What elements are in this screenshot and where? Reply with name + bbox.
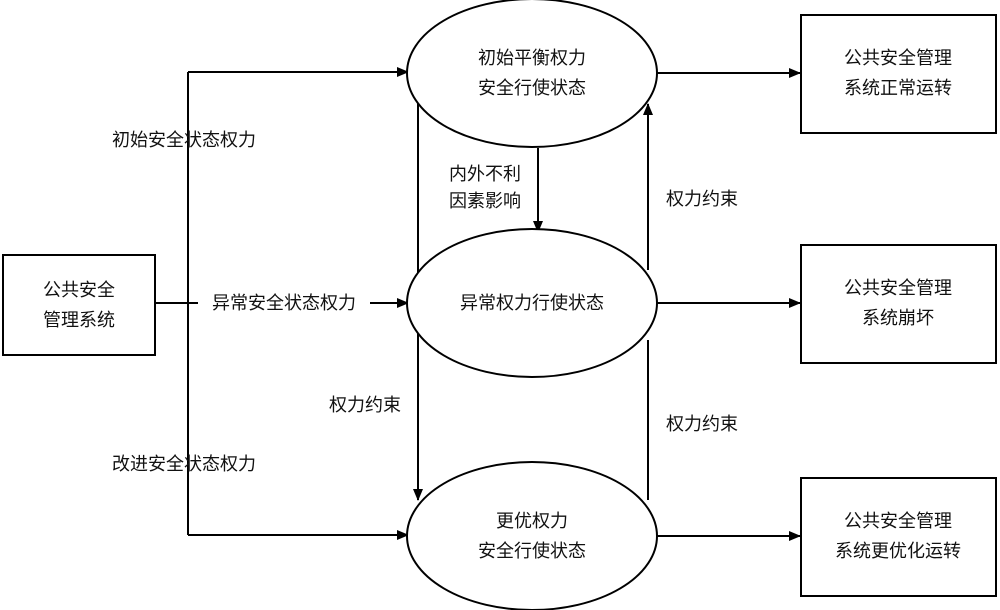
state-initial-ellipse bbox=[406, 0, 658, 148]
source-box-line-2: 管理系统 bbox=[43, 310, 115, 331]
label-abnormal-power-bg bbox=[198, 288, 370, 316]
outcome-optimized-line-2: 系统更优化运转 bbox=[835, 541, 961, 562]
outcome-normal-box bbox=[800, 14, 997, 134]
label-abnormal-power: 异常安全状态权力 bbox=[212, 293, 356, 314]
state-improved-line-1: 更优权力 bbox=[496, 511, 568, 532]
label-right-constraint-lower: 权力约束 bbox=[666, 414, 738, 435]
label-internal-external-line-2: 因素影响 bbox=[449, 191, 521, 212]
outcome-collapse-line-1: 公共安全管理 bbox=[844, 278, 952, 299]
outcome-optimized-line-1: 公共安全管理 bbox=[844, 511, 952, 532]
label-left-constraint: 权力约束 bbox=[329, 395, 401, 416]
source-box bbox=[2, 254, 156, 356]
outcome-normal-line-1: 公共安全管理 bbox=[844, 48, 952, 69]
outcome-normal-line-2: 系统正常运转 bbox=[844, 78, 952, 99]
state-initial-line-1: 初始平衡权力 bbox=[478, 48, 586, 69]
outcome-collapse-box bbox=[800, 244, 997, 364]
state-improved-line-2: 安全行使状态 bbox=[478, 541, 586, 562]
state-improved-ellipse bbox=[406, 461, 658, 610]
state-initial-line-2: 安全行使状态 bbox=[478, 78, 586, 99]
label-right-constraint-upper: 权力约束 bbox=[666, 189, 738, 210]
source-box-line-1: 公共安全 bbox=[43, 280, 115, 301]
outcome-collapse-line-2: 系统崩坏 bbox=[862, 308, 934, 329]
outcome-optimized-box bbox=[800, 477, 997, 597]
label-internal-external-line-1: 内外不利 bbox=[449, 164, 521, 185]
label-improved-power: 改进安全状态权力 bbox=[112, 454, 256, 475]
state-abnormal-line-1: 异常权力行使状态 bbox=[460, 293, 604, 314]
label-initial-power: 初始安全状态权力 bbox=[112, 130, 256, 151]
